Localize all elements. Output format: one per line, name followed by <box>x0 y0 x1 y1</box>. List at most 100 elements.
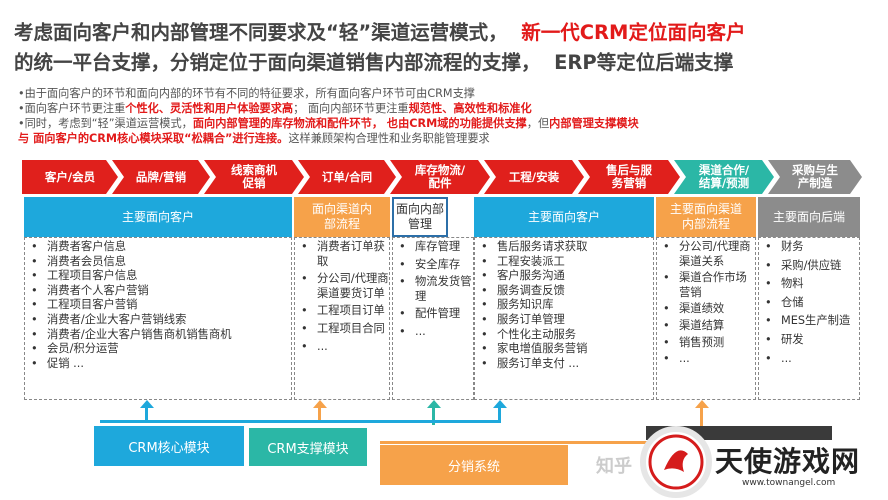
column-customer-facing-1: 消费者客户信息 消费者会员信息 工程项目客户信息 消费者个人客户营销 工程项目客… <box>24 237 292 400</box>
list-item: 分公司/代理商渠道要货订单 <box>295 272 389 301</box>
arrow-up-icon <box>426 400 441 408</box>
arrow-up-icon <box>139 400 154 408</box>
arrow-up-icon <box>694 400 709 408</box>
slide-title: 考虑面向客户和内部管理不同要求及“轻”渠道运营模式， 新一代CRM定位面向客户 … <box>14 18 880 78</box>
list-item: 消费者订单获取 <box>295 240 389 269</box>
stage-engineering-install: 工程/安装 <box>484 160 584 194</box>
list-item: 服务订单管理 <box>475 313 653 328</box>
site-logo-icon <box>640 426 712 498</box>
list-item: 仓储 <box>759 296 859 311</box>
stage-channel-cooperation: 渠道合作/ 结算/预测 <box>674 160 774 194</box>
list-item: MES生产制造 <box>759 314 859 329</box>
stage-chevron-row: 客户/会员 品牌/营销 线索商机 促销 订单/合同 库存物流/ 配件 工程/安装… <box>22 160 862 194</box>
stage-customer-member: 客户/会员 <box>22 160 118 194</box>
stage-procurement-production: 采购与生 产制造 <box>768 160 862 194</box>
list-item: 消费者/企业大客户营销线索 <box>25 313 291 328</box>
list-item: ... <box>295 340 389 355</box>
list-item: 物流发货管理 <box>393 275 473 304</box>
list-item: 服务订单支付 ... <box>475 357 653 372</box>
stage-brand-marketing: 品牌/营销 <box>112 160 210 194</box>
arrow-line <box>318 403 321 423</box>
note-4: 与 面向客户的CRM核心模块采取“松耦合”进行连接。这样兼顾架构合理性和业务职能… <box>18 131 878 146</box>
note-3: •同时，考虑到“轻”渠道运营模式，面向内部管理的库存物流和配件环节， 也由CRM… <box>18 116 878 131</box>
list-item: 售后服务请求获取 <box>475 240 653 255</box>
list-item: 家电增值服务营销 <box>475 342 653 357</box>
column-customer-facing-2: 售后服务请求获取 工程安装派工 客户服务沟通 服务调查反馈 服务知识库 服务订单… <box>474 237 654 400</box>
arrow-line <box>432 403 435 425</box>
list-item: 消费者客户信息 <box>25 240 291 255</box>
list-item: 财务 <box>759 240 859 255</box>
note-2-d: 规范性、高效性和标准化 <box>408 102 532 115</box>
list-item: 渠道结算 <box>657 319 755 334</box>
list-item: 分公司/代理商渠道关系 <box>657 240 755 269</box>
list-item: 研发 <box>759 333 859 348</box>
list-item: ... <box>657 352 755 367</box>
distribution-system: 分销系统 <box>380 445 568 485</box>
list-item: 渠道绩效 <box>657 302 755 317</box>
list-item: 工程项目客户信息 <box>25 269 291 284</box>
list-item: 工程项目订单 <box>295 304 389 319</box>
list-item: 工程安装派工 <box>475 255 653 270</box>
list-item: 消费者会员信息 <box>25 255 291 270</box>
arrow-line <box>498 403 501 423</box>
title-line1-a: 考虑面向客户和内部管理不同要求及“轻”渠道运营模式， <box>14 21 508 44</box>
stage-after-sales: 售后与服 务营销 <box>578 160 680 194</box>
note-3-d: 内部管理支撑模块 <box>549 117 639 130</box>
header-channel-internal-1: 面向渠道内 部流程 <box>294 197 390 237</box>
list-item: 销售预测 <box>657 336 755 351</box>
note-4-a: 与 面向客户的CRM核心模块采取“松耦合”进行连接。 <box>18 132 289 145</box>
arrow-up-icon <box>312 400 327 408</box>
column-channel-internal-1: 消费者订单获取 分公司/代理商渠道要货订单 工程项目订单 工程项目合同 ... <box>294 237 390 400</box>
note-1: •由于面向客户的环节和面向内部的环节有不同的特征要求，所有面向客户环节可由CRM… <box>18 87 475 100</box>
arrow-line <box>700 403 703 443</box>
site-name: 天使游戏网 <box>715 445 861 478</box>
column-internal-management: 库存管理 安全库存 物流发货管理 配件管理 ... <box>392 237 474 400</box>
list-item: 服务知识库 <box>475 298 653 313</box>
title-line2-a: 的统一平台支撑，分销定位于面向渠道销售内部流程的支撑， <box>14 51 541 74</box>
crm-support-module: CRM支撑模块 <box>249 428 367 466</box>
note-2-c: ； 面向内部环节更注重 <box>293 102 409 115</box>
header-backend: 主要面向后端 <box>758 197 860 237</box>
note-3-c: ，但 <box>526 117 550 130</box>
note-2-a: •面向客户环节更注重 <box>18 102 126 115</box>
note-3-b: 面向内部管理的库存物流和配件环节， 也由CRM域的功能提供支撑 <box>192 117 527 130</box>
list-item: 工程项目客户营销 <box>25 298 291 313</box>
header-channel-internal-2: 主要面向渠道 内部流程 <box>656 197 756 237</box>
notes-block: •由于面向客户的环节和面向内部的环节有不同的特征要求，所有面向客户环节可由CRM… <box>18 86 878 146</box>
list-item: ... <box>759 352 859 367</box>
stage-leads-promotion: 线索商机 促销 <box>204 160 304 194</box>
header-customer-facing-1: 主要面向客户 <box>24 197 292 237</box>
list-item: 安全库存 <box>393 258 473 273</box>
arrow-line <box>145 403 148 423</box>
list-item: 服务调查反馈 <box>475 284 653 299</box>
connector-bar <box>380 441 702 444</box>
header-customer-facing-2: 主要面向客户 <box>474 197 654 237</box>
connector-bar <box>100 420 500 423</box>
list-item: ... <box>393 325 473 340</box>
column-backend: 财务 采购/供应链 物料 仓储 MES生产制造 研发 ... <box>758 237 860 400</box>
list-item: 工程项目合同 <box>295 322 389 337</box>
note-3-a: •同时，考虑到“轻”渠道运营模式， <box>18 117 193 130</box>
stage-order-contract: 订单/合同 <box>298 160 396 194</box>
note-4-b: 这样兼顾架构合理性和业务职能管理要求 <box>288 132 490 145</box>
list-item: 消费者个人客户营销 <box>25 284 291 299</box>
list-item: 库存管理 <box>393 240 473 255</box>
zhihu-watermark: 知乎 <box>596 456 632 477</box>
title-line2-b: ERP等定位后端支撑 <box>554 51 734 74</box>
stage-inventory-logistics: 库存物流/ 配件 <box>390 160 490 194</box>
site-url: www.townangel.com <box>742 478 836 488</box>
list-item: 促销 ... <box>25 357 291 372</box>
title-line1-b: 新一代CRM定位面向客户 <box>521 21 746 44</box>
crm-core-module: CRM核心模块 <box>94 426 244 466</box>
list-item: 渠道合作市场营销 <box>657 271 755 300</box>
column-channel-internal-2: 分公司/代理商渠道关系 渠道合作市场营销 渠道绩效 渠道结算 销售预测 ... <box>656 237 756 400</box>
list-item: 物料 <box>759 277 859 292</box>
list-item: 消费者/企业大客户销售商机销售商机 <box>25 328 291 343</box>
list-item: 会员/积分运营 <box>25 342 291 357</box>
list-item: 采购/供应链 <box>759 259 859 274</box>
arrow-up-icon <box>492 400 507 408</box>
note-2: •面向客户环节更注重个性化、灵活性和用户体验要求高； 面向内部环节更注重规范性、… <box>18 101 878 116</box>
list-item: 个性化主动服务 <box>475 328 653 343</box>
header-internal-management: 面向内部 管理 <box>392 197 448 237</box>
note-2-b: 个性化、灵活性和用户体验要求高 <box>125 102 294 115</box>
